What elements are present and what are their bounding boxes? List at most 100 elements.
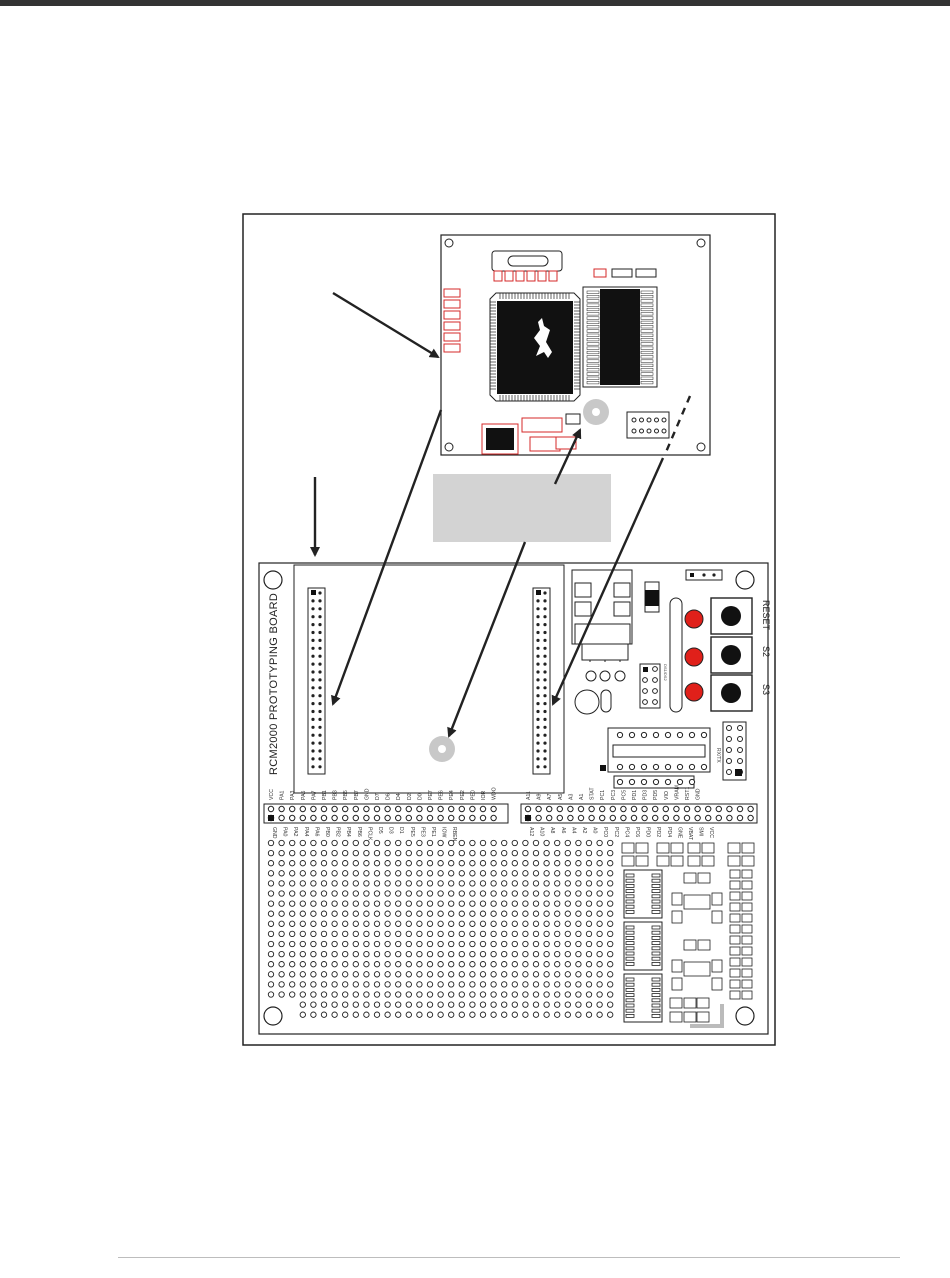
pin-label: PA7 [311,790,317,800]
header-j2 [532,587,551,775]
smt-pad [671,959,683,973]
header-pin [747,805,754,813]
header-pin [469,805,476,813]
pin-label: PE5 [409,827,415,837]
header-pin [631,428,637,434]
header-pin [543,765,547,769]
pin-label: D6 [386,793,392,800]
header-pin [546,814,553,822]
board-mount-hole [735,570,755,590]
reset-button[interactable] [710,597,753,635]
header-pin [543,615,547,619]
smt-pad [651,998,661,1003]
header-pin [536,630,540,635]
resistor-column [443,288,461,353]
pin-label: PE3 [419,827,425,837]
header-pin [654,428,659,434]
dip-pin [676,763,684,771]
pin-label: PB1 [322,790,328,800]
header-pin [536,709,540,714]
pin-label: A0 [592,827,598,833]
smt-pad [651,884,661,888]
dip-pin [664,778,672,786]
power-connector [685,569,723,581]
resistor [443,343,461,353]
dip-socket [600,727,711,789]
smt-pad [741,990,753,1000]
smt-pad [741,855,755,867]
header-pin [543,670,547,674]
header-pin [630,814,638,822]
dip-pin [640,731,648,739]
s3-button[interactable] [710,674,753,712]
pin-label: PD1 [632,790,638,800]
electrolytic-capacitor [574,689,600,715]
pin-label: IOR [481,791,487,800]
header-pin [318,709,322,714]
jumper-block-rxtx [722,721,747,781]
dip-pin [688,731,696,739]
header-pin [458,805,465,813]
rcm2000-module [440,234,711,456]
arrow-to-spacer [447,541,527,738]
header-pin [535,814,542,822]
header-pin [536,638,540,643]
pin-label: VCC [708,827,714,838]
header-pin [318,717,322,722]
header-pin [318,654,322,658]
callout-label-box [433,474,611,542]
smt-pad [625,930,635,935]
header-pin [342,805,349,813]
dip-pin [640,763,648,771]
header-pin [448,805,455,813]
header-pin [543,702,547,706]
smt-pad [651,993,661,997]
header-pin [416,805,423,813]
smt-pad [711,959,723,973]
header-pin [267,805,275,813]
jumper-block-ds [639,663,661,709]
header-pin [311,733,315,737]
header-pin [448,814,455,822]
jumper-pin [726,736,732,742]
power-regulator [571,569,633,682]
pin-label: PE7 [428,790,434,800]
header-pin [318,765,322,769]
smt-pad [729,880,741,890]
footer-rule [118,1257,900,1258]
header-pin [736,805,744,813]
smd-pad [493,270,503,282]
ic-footprint [623,869,663,919]
smt-pad [651,904,661,909]
pin-label: WDO [492,787,498,800]
header-pin [536,702,540,706]
pin-label: PC1 [600,790,606,800]
pin-label: GND [364,788,370,800]
header-pin [311,662,315,666]
smt-pad [625,956,635,961]
smt-pad [625,998,635,1003]
pin-label: A4 [570,827,576,833]
pin-label: D0 [417,793,423,800]
smt-pad [635,855,649,867]
smt-pad [669,1011,683,1023]
crystal-pads [493,270,558,282]
power-jumper [669,597,683,713]
smt-pad [727,855,741,867]
header-j1 [307,587,326,775]
header-pin [536,694,540,698]
jumper-pin [737,747,743,753]
header-pin [715,805,722,813]
smt-pad [741,935,753,945]
dip-pin [676,731,684,739]
pin-label: A10 [539,827,545,836]
pin-label: PA5 [301,790,307,800]
smt-pad [741,902,753,912]
smt-pad [651,910,661,914]
header-pin [536,717,540,722]
pin-label: PC5 [621,790,627,800]
ic-footprint [623,973,663,1023]
arrow-to-module [332,291,440,359]
s2-button[interactable] [710,636,753,674]
